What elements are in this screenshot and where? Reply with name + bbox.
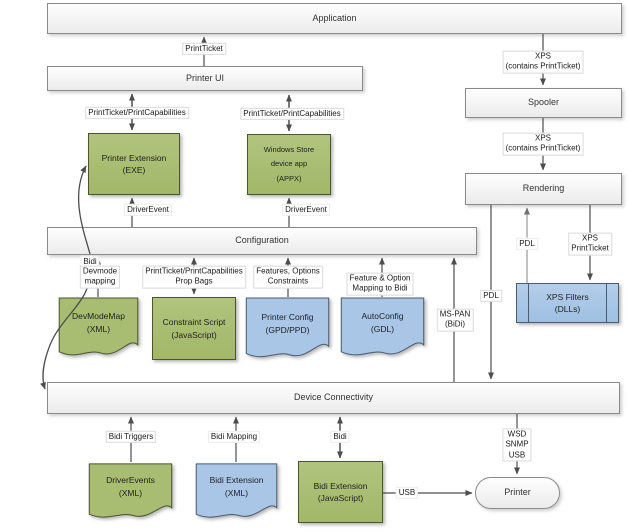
node-spooler: Spooler [465,88,622,118]
label-feature-option-bidi: Feature & Option Mapping to Bidi [346,272,414,296]
document-shape [340,297,425,360]
node-driverevents-label: DriverEvents (XML) [106,475,155,498]
document-shape [245,297,330,362]
node-autoconfig: AutoConfig (GDL) [340,297,425,360]
node-xps-filters-label: XPS Filters (DLLs) [546,291,589,314]
node-bidi-extension-js-label: Bidi Extension (JavaScript) [313,480,368,503]
node-printer-extension-label: Printer Extension (EXE) [101,152,167,175]
node-spooler-label: Spooler [527,97,560,108]
label-xps-printticket: XPS PrintTicket [568,232,612,256]
node-configuration-label: Configuration [235,235,289,246]
node-driverevents: DriverEvents (XML) [88,463,173,522]
node-windows-store-device-app: Windows Store device app (APPX) [247,134,331,195]
label-wsd-snmp-usb: WSD SNMP USB [502,428,532,462]
label-printticket: PrintTicket [182,42,226,56]
node-printer-ui-label: Printer UI [185,72,224,83]
label-bidi-mapping: Bidi Mapping [207,430,261,444]
label-bidi-triggers: Bidi Triggers [105,430,157,444]
node-rendering-label: Rendering [522,183,565,194]
xps-filters-right-bar [606,284,607,322]
node-constraint-script: Constraint Script (JavaScript) [152,297,236,360]
node-application-label: Application [312,12,357,23]
label-xps-contains-1: XPS (contains PrintTicket) [502,50,584,74]
node-bidi-extension-xml: Bidi Extension (XML) [195,463,278,522]
label-driverevent-left: DriverEvent [124,203,172,217]
label-ptpc-right: PrintTicket/PrintCapabilities [240,107,344,121]
label-ptpc-prop-bags: PrintTicket/PrintCapabilities Prop Bags [142,265,246,289]
label-ms-pan: MS-PAN (BiDi) [436,308,474,332]
node-printer-config-label: Printer Config (GPD/PPD) [261,312,314,335]
label-features-options: Features, Options Constraints [253,265,323,289]
node-printer: Printer [475,477,560,509]
node-printer-ui: Printer UI [47,66,363,91]
node-rendering: Rendering [465,173,622,205]
node-bidi-extension-xml-label: Bidi Extension (XML) [209,475,264,498]
node-devmodemap: DevModeMap (XML) [58,297,139,360]
node-constraint-script-label: Constraint Script (JavaScript) [162,317,226,340]
node-autoconfig-label: AutoConfig (GDL) [361,311,404,334]
document-shape [88,463,173,522]
label-pdl-left: PDL [480,289,502,303]
node-printer-extension: Printer Extension (EXE) [88,133,180,195]
node-application: Application [47,3,622,34]
label-driverevent-right: DriverEvent [282,203,330,217]
node-printer-config: Printer Config (GPD/PPD) [245,297,330,362]
node-xps-filters: XPS Filters (DLLs) [516,283,619,323]
label-devmode-mapping: Devmode mapping [79,265,121,289]
node-device-connectivity-label: Device Connectivity [293,392,374,403]
label-xps-contains-2: XPS (contains PrintTicket) [502,132,584,156]
node-devmodemap-label: DevModeMap (XML) [72,311,125,334]
document-shape [195,463,278,522]
label-pdl-right: PDL [516,237,538,251]
node-printer-label: Printer [504,487,531,498]
xps-filters-left-bar [528,284,529,322]
label-bidi-bottom: Bidi [330,430,350,444]
label-ptpc-left: PrintTicket/PrintCapabilities [85,106,189,120]
node-device-connectivity: Device Connectivity [47,382,620,414]
node-windows-store-device-app-label: Windows Store device app (APPX) [263,145,315,183]
label-usb: USB [395,486,419,500]
node-configuration: Configuration [47,227,477,255]
node-bidi-extension-js: Bidi Extension (JavaScript) [298,461,383,523]
